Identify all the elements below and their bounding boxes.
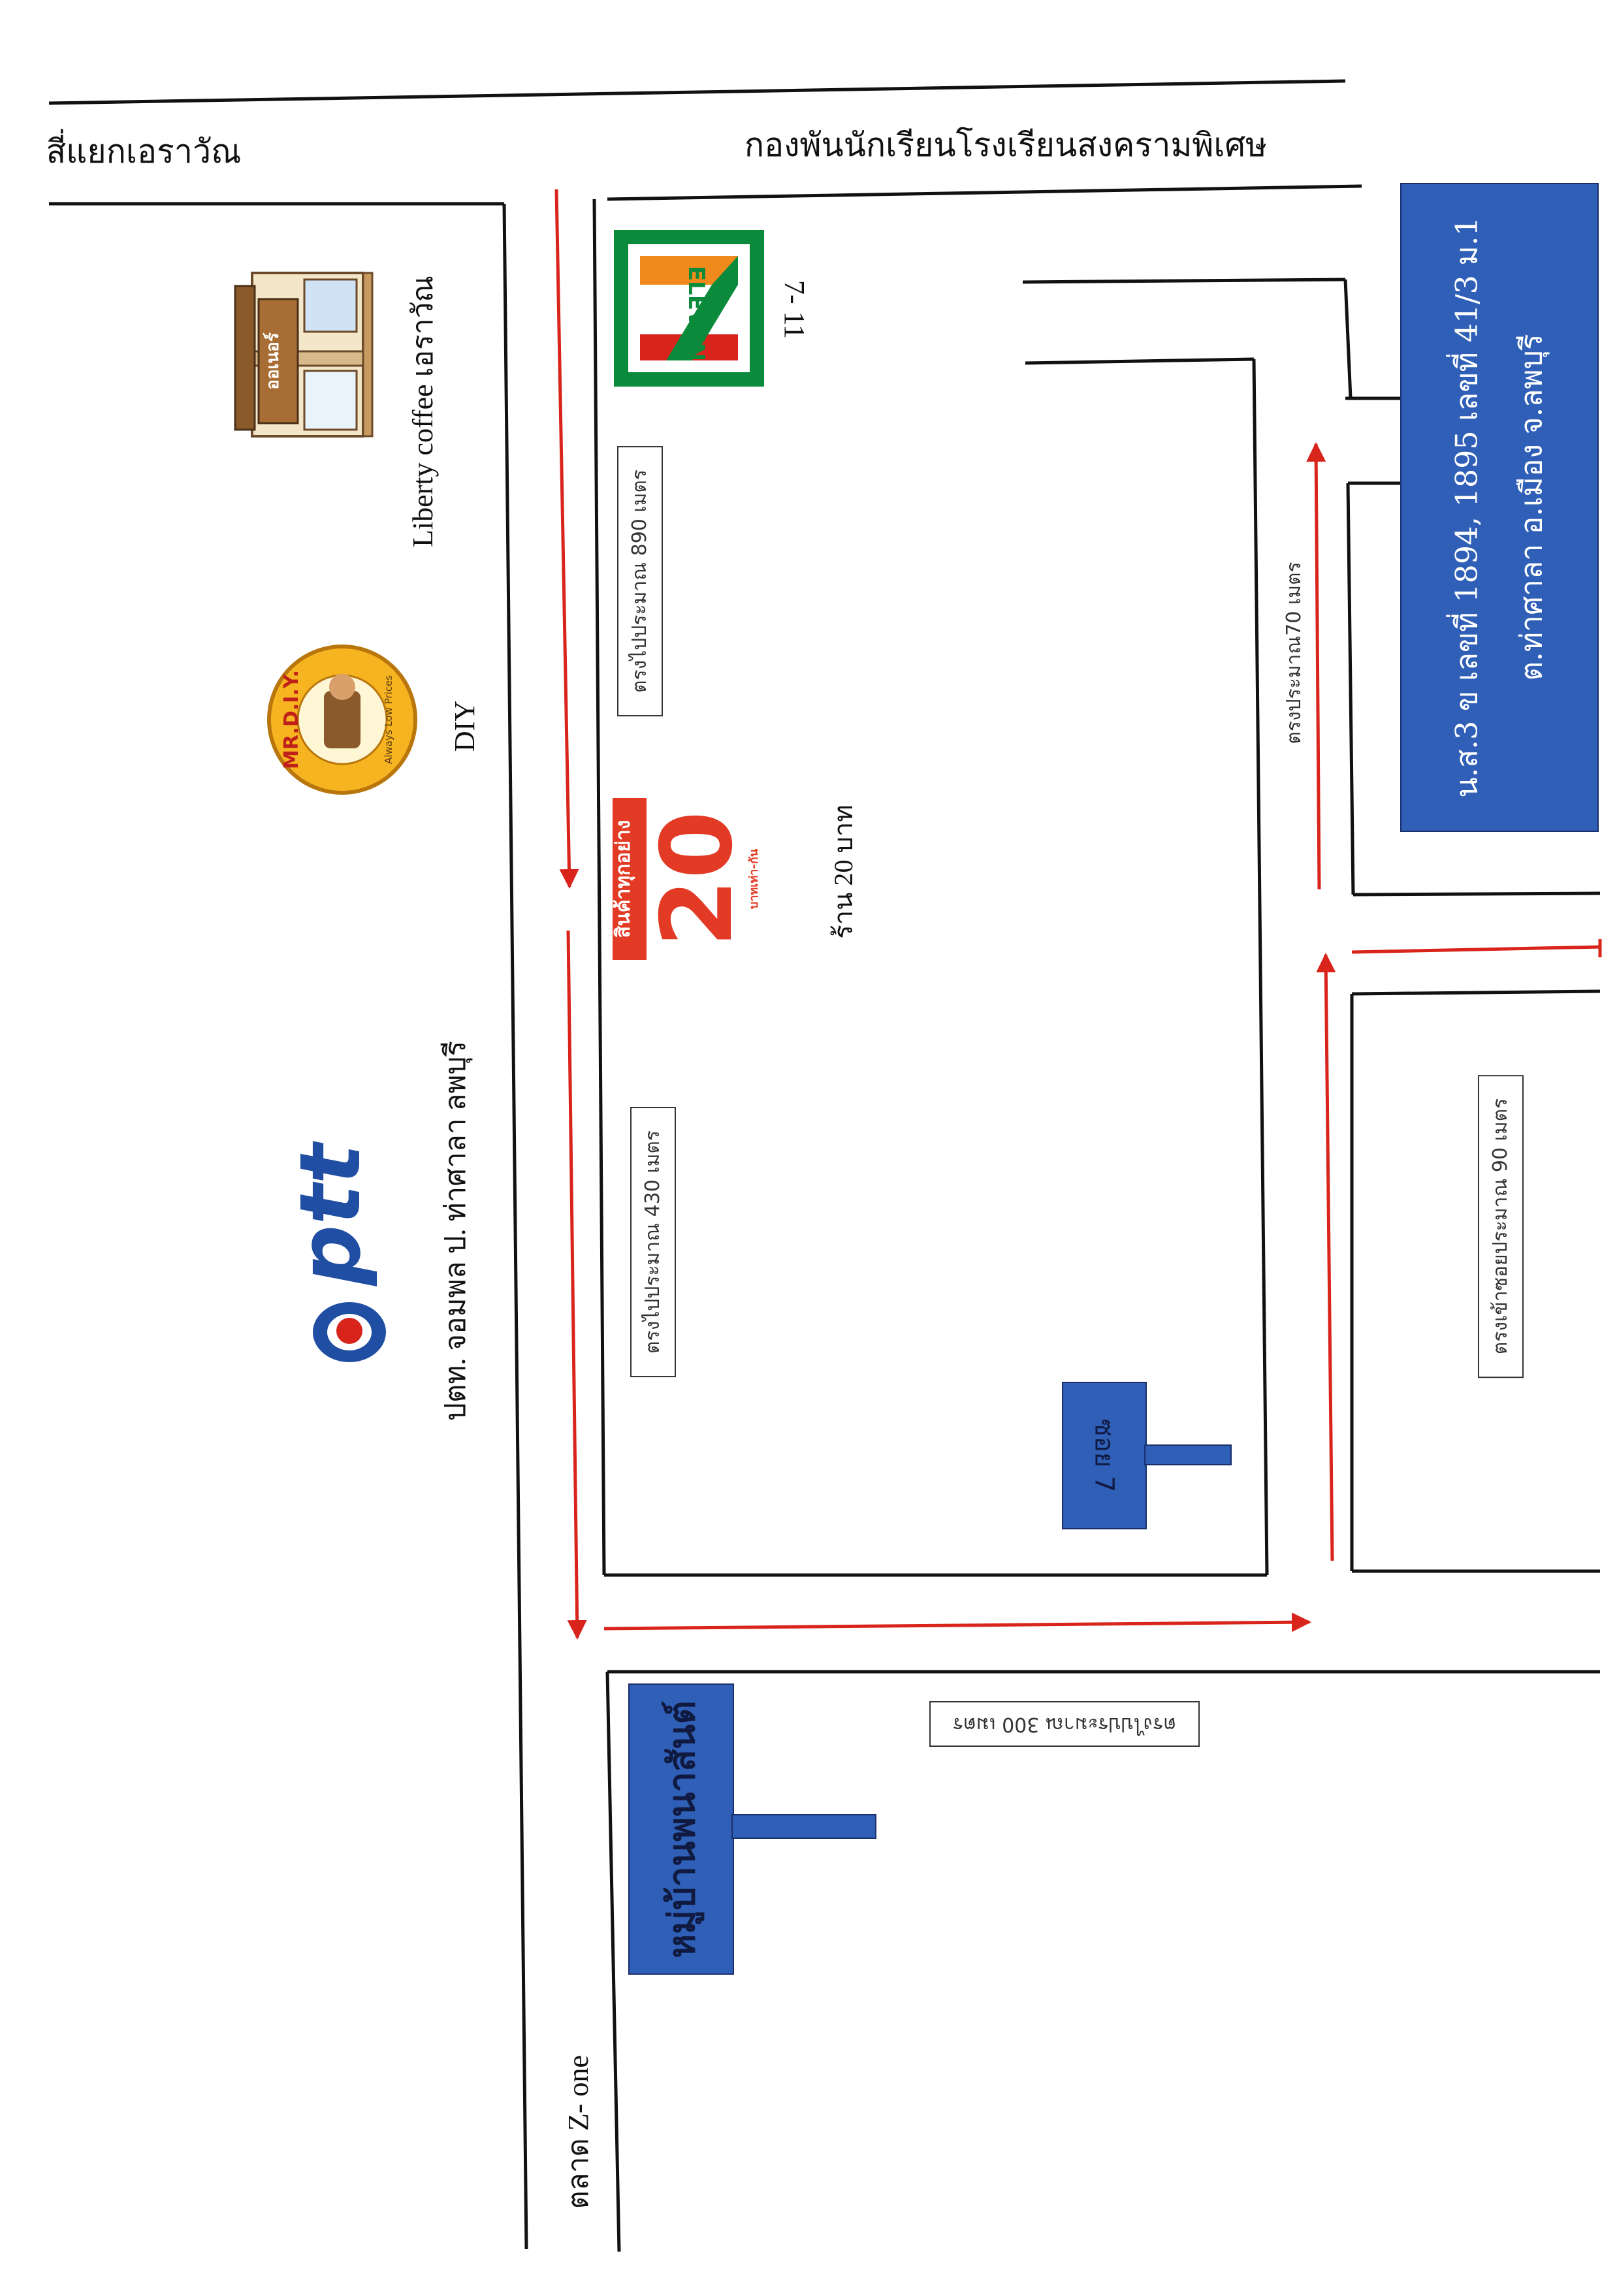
lane-west-edge: [1343, 279, 1353, 399]
arrow-north-upper: [1306, 442, 1326, 890]
liberty-coffee-label: Liberty coffee เอราวัณ: [407, 276, 439, 547]
shop-20-baht-logo-icon: สินค้าทุกอย่าง 20 บาทเท่า-กัน: [613, 798, 769, 960]
distance-430-box: ตรงไปประมาณ 430 เมตร: [630, 1106, 676, 1378]
school-label: กองพันนักเรียนโรงเรียนสงครามพิเศษ: [744, 127, 1268, 163]
soi-7-sign-post: [1144, 1444, 1232, 1465]
arrow-turn-east: [603, 1612, 1311, 1633]
main-road-east-edge-lower: [605, 1671, 621, 2252]
road-lines: [48, 79, 1601, 2252]
soi-road-east: [1252, 359, 1269, 1576]
arrow-north-lower: [1316, 953, 1336, 1561]
soi-road-bottom: [1025, 357, 1255, 365]
cafe-sign-text: ออเนอร์: [263, 332, 283, 390]
lane-west-edge-2: [1346, 483, 1355, 895]
route-arrows: [554, 189, 1602, 1640]
distance-890-box: ตรงไปประมาณ 890 เมตร: [617, 445, 663, 717]
distance-300-box: ตรงไปประมาณ 300 เมตร: [929, 1701, 1200, 1747]
diy-logo-text: MR.D.I.Y.: [280, 670, 303, 769]
seven-eleven-logo-text: ELEVEN: [683, 266, 709, 361]
arrow-main-upper: [554, 189, 579, 889]
soi-7-sign: ซอย 7: [1062, 1382, 1147, 1529]
arrow-main-lower: [566, 930, 587, 1640]
lower-lane-top: [1351, 989, 1601, 996]
shop20-logo-price: 20: [641, 811, 754, 948]
arrow-lane-east: [1351, 945, 1602, 954]
distance-90-box: ตรงเข้าซอยประมาณ 90 เมตร: [1478, 1074, 1524, 1379]
ptt-logo-text: ptt: [300, 1140, 379, 1286]
distance-70-label: ตรงประมาณ70 เมตร: [1283, 562, 1305, 744]
village-sign: หมู่บ้านพนาสันต์: [628, 1683, 734, 1975]
ptt-logo-icon: ptt: [300, 1140, 386, 1362]
destination-text: น.ส.3 ข เลขที่ 1894, 1895 เลขที่ 41/3 ม.…: [1449, 217, 1550, 798]
shop20-logo-top: สินค้าทุกอย่าง: [613, 820, 635, 938]
village-sign-post: [731, 1814, 876, 1839]
market-label: ตลาด Z- one: [562, 2055, 594, 2209]
seven-eleven-label: 7- 11: [778, 279, 810, 340]
seven-eleven-logo-icon: ELEVEN: [614, 230, 764, 387]
school-road-edge: [607, 184, 1362, 201]
destination-sign: น.ส.3 ข เลขที่ 1894, 1895 เลขที่ 41/3 ม.…: [1400, 183, 1599, 832]
shop20-logo-bottom: บาทเท่า-กัน: [747, 848, 761, 909]
shop20-label: ร้าน 20 บาท: [829, 805, 858, 939]
main-road-east-edge-upper: [592, 199, 606, 1576]
lane-south-edge: [1353, 891, 1601, 897]
mr-diy-logo-icon: MR.D.I.Y. Always Low Prices: [267, 645, 417, 795]
liberty-coffee-icon: ออเนอร์: [234, 272, 374, 438]
diy-logo-slogan: Always Low Prices: [383, 675, 394, 764]
intersection-label: สี่แยกเอราวัณ: [46, 133, 242, 170]
main-road-west-edge: [502, 203, 528, 2250]
ptt-station-label: ปตท. จอมพล ป. ท่าศาลา ลพบุรี: [440, 1040, 472, 1422]
soi-road-top: [1022, 278, 1346, 284]
top-road-edge: [48, 79, 1346, 105]
diy-label: DIY: [449, 700, 481, 752]
